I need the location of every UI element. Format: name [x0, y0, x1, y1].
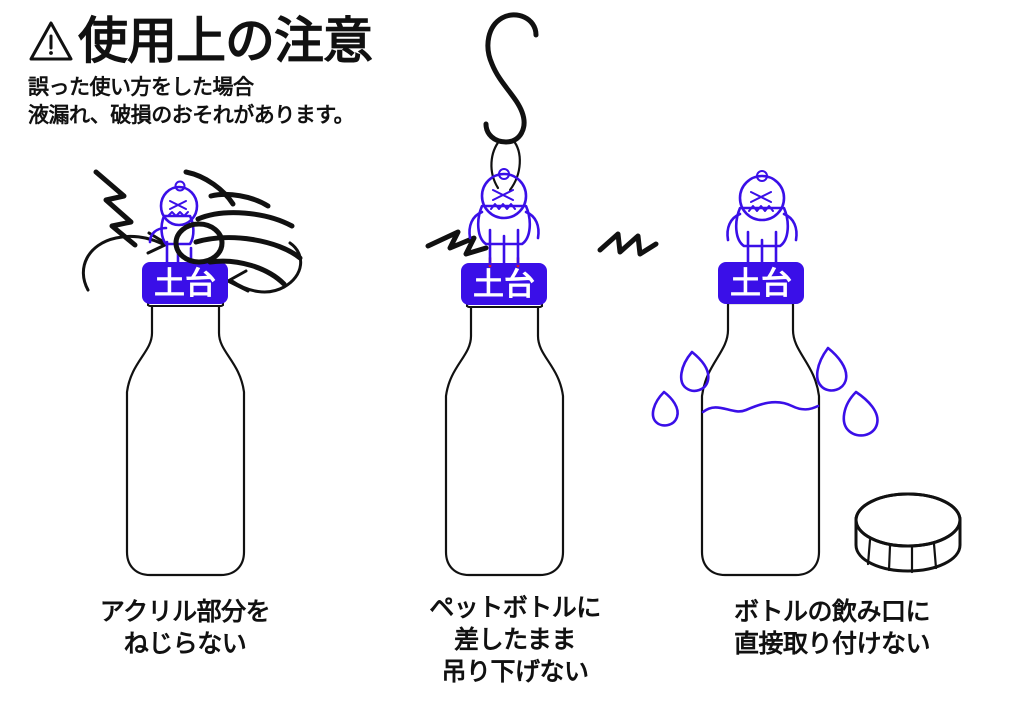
caption-2-line-1: ペットボトルに	[429, 594, 601, 622]
panel-do-not-attach-directly: 土台 ボトルの飲み口に 直接取り付けない	[640, 0, 1024, 721]
caption-2-line-3: 吊り下げない	[441, 658, 589, 686]
page-title: 使用上の注意	[78, 13, 373, 69]
acrylic-figure-icon	[726, 170, 798, 266]
caption-panel-2: ペットボトルに 差したまま 吊り下げない	[350, 592, 680, 688]
caption-panel-3: ボトルの飲み口に 直接取り付けない	[640, 596, 1024, 660]
base-label-1: 土台	[154, 266, 216, 301]
bottle-icon	[700, 301, 821, 577]
caption-3-line-2: 直接取り付けない	[733, 630, 931, 658]
base-block: 土台	[142, 262, 228, 304]
subtitle-line-1: 誤った使い方をした場合	[28, 76, 254, 99]
caption-panel-1: アクリル部分を ねじらない	[0, 596, 370, 660]
acrylic-figure-icon	[148, 180, 199, 268]
caption-1-line-1: アクリル部分を	[99, 598, 271, 626]
impact-zigzag-right-icon	[597, 231, 659, 257]
panel-do-not-twist: 土台 アク	[0, 0, 370, 721]
caption-1-line-2: ねじらない	[123, 630, 247, 658]
liquid-level-wave-icon	[701, 400, 820, 414]
base-block: 土台	[718, 262, 804, 304]
panel-1-illustration: 土台	[81, 169, 303, 577]
bottle-cap-icon	[854, 492, 962, 574]
impact-zigzag-icon	[93, 169, 138, 248]
warning-triangle-icon	[29, 21, 73, 61]
base-label-2: 土台	[473, 267, 535, 302]
page-title-row: 使用上の注意	[28, 16, 458, 66]
header: 使用上の注意 誤った使い方をした場合 液漏れ、破損のおそれがあります。	[28, 16, 458, 130]
liquid-droplet-icon	[651, 346, 879, 437]
panel-2-illustration: 土台	[425, 12, 659, 577]
page-subtitle: 誤った使い方をした場合 液漏れ、破損のおそれがあります。	[28, 74, 458, 130]
s-hook-icon	[483, 12, 539, 145]
subtitle-line-2: 液漏れ、破損のおそれがあります。	[28, 103, 355, 127]
strap-loop-icon	[490, 138, 521, 192]
base-label-3: 土台	[730, 266, 792, 301]
caption-3-line-1: ボトルの飲み口に	[733, 598, 931, 626]
caption-2-line-2: 差したまま	[454, 626, 576, 654]
panel-3-illustration: 土台	[651, 170, 962, 577]
base-block: 土台	[461, 263, 547, 305]
acrylic-figure-icon	[468, 168, 540, 266]
bottle-icon	[125, 298, 246, 577]
hand-twisting-icon	[173, 169, 303, 287]
panel-do-not-hang: 土台 ペットボトルに 差したまま 吊り下げない	[350, 0, 680, 721]
impact-zigzag-left-icon	[425, 229, 489, 257]
bottle-icon	[444, 300, 565, 577]
